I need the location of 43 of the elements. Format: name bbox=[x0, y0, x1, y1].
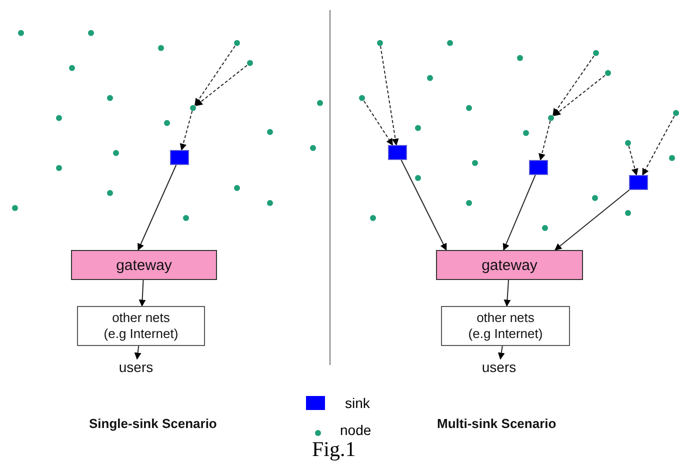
dashed-arrow bbox=[552, 56, 594, 116]
arrow bbox=[502, 174, 536, 251]
sensor-dot bbox=[190, 105, 196, 111]
legend-label: sink bbox=[345, 395, 370, 411]
dashed-arrow bbox=[553, 74, 606, 116]
figure-caption: Fig.1 bbox=[312, 437, 356, 462]
sensor-dot bbox=[234, 40, 240, 46]
network-box: other nets (e.g Internet) bbox=[77, 306, 205, 346]
scenario-title: Single-sink Scenario bbox=[89, 416, 217, 431]
sensor-dot bbox=[593, 50, 599, 56]
network-box: other nets (e.g Internet) bbox=[441, 306, 570, 346]
sensor-dot bbox=[359, 95, 365, 101]
dashed-arrow bbox=[180, 110, 193, 151]
endpoint-label: users bbox=[469, 359, 529, 377]
arrow bbox=[134, 346, 142, 360]
sensor-dot bbox=[625, 140, 631, 146]
gateway-box: gateway bbox=[436, 250, 583, 280]
dashed-arrow bbox=[642, 116, 675, 176]
dashed-arrow bbox=[538, 120, 551, 161]
arrow bbox=[138, 280, 146, 307]
sensor-dot bbox=[605, 70, 611, 76]
sensor-dot bbox=[548, 115, 554, 121]
arrow bbox=[504, 280, 511, 307]
dashed-arrow bbox=[195, 64, 248, 106]
endpoint-label: users bbox=[106, 359, 166, 377]
arrow bbox=[400, 160, 447, 251]
sink-square bbox=[170, 150, 189, 165]
sensor-dot bbox=[377, 40, 383, 46]
dashed-arrow bbox=[363, 100, 394, 146]
sensor-dot bbox=[673, 110, 679, 116]
sensor-dot bbox=[247, 60, 253, 66]
sink-square bbox=[629, 175, 648, 190]
scenario-title: Multi-sink Scenario bbox=[437, 416, 556, 431]
arrow bbox=[554, 190, 630, 250]
dashed-arrow bbox=[628, 146, 638, 176]
sink-square bbox=[388, 145, 407, 160]
legend-label: node bbox=[340, 422, 372, 438]
arrow bbox=[138, 164, 177, 251]
arrow bbox=[498, 346, 505, 360]
sink-square bbox=[529, 160, 548, 175]
dashed-arrow bbox=[380, 46, 399, 146]
gateway-box: gateway bbox=[71, 250, 217, 280]
dashed-arrow bbox=[194, 46, 236, 106]
